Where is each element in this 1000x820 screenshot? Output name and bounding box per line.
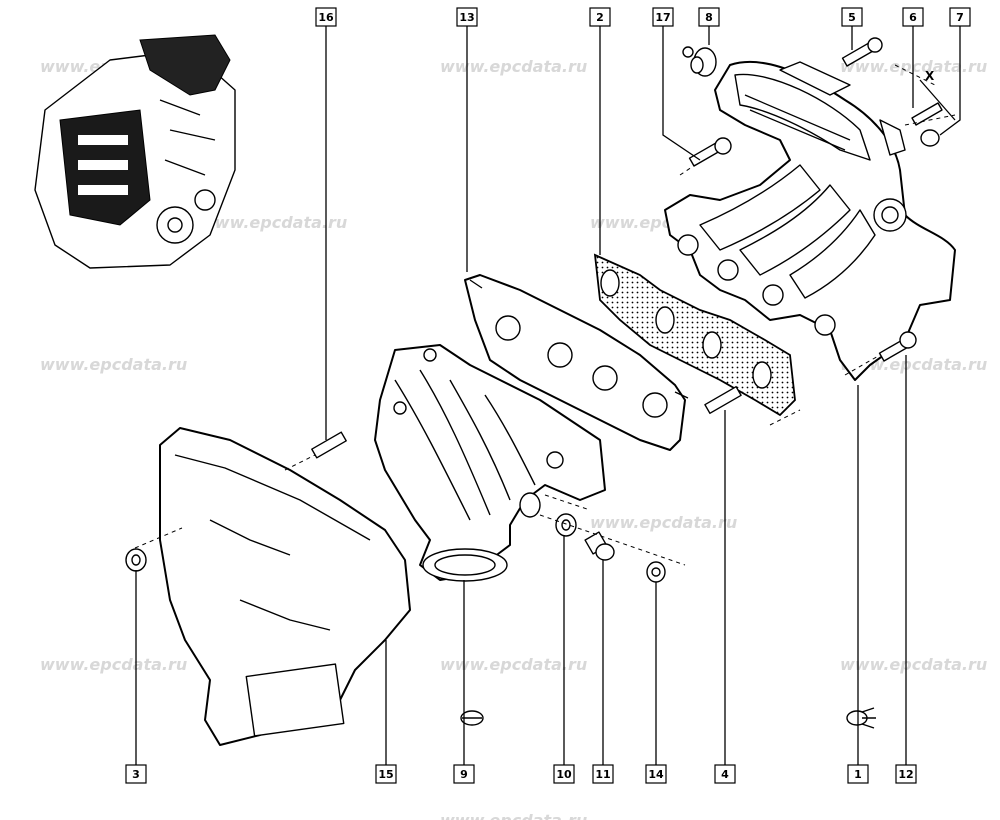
watermark-text: www.epcdata.ru bbox=[590, 513, 737, 532]
callout-17: 17 bbox=[652, 7, 674, 27]
stud-16 bbox=[311, 431, 347, 459]
callout-16: 16 bbox=[315, 7, 337, 27]
svg-text:12: 12 bbox=[898, 768, 913, 781]
callout-10: 10 bbox=[553, 764, 575, 784]
marker-x-label: X bbox=[925, 69, 935, 83]
watermark-text: www.epcdata.ru bbox=[440, 655, 587, 674]
callout-3: 3 bbox=[125, 764, 147, 784]
svg-text:8: 8 bbox=[705, 11, 713, 24]
svg-text:4: 4 bbox=[721, 768, 729, 781]
clip-9 bbox=[460, 710, 484, 726]
svg-text:13: 13 bbox=[459, 11, 474, 24]
assembly-lines bbox=[134, 64, 956, 566]
svg-text:17: 17 bbox=[655, 11, 670, 24]
svg-text:3: 3 bbox=[132, 768, 140, 781]
exhaust-gasket bbox=[464, 274, 689, 451]
nut-8 bbox=[682, 46, 717, 77]
leader-lines bbox=[135, 26, 961, 765]
callout-9: 9 bbox=[453, 764, 475, 784]
intake-manifold bbox=[664, 61, 956, 381]
svg-text:14: 14 bbox=[648, 768, 664, 781]
clip-1 bbox=[846, 707, 876, 729]
exhaust-manifold bbox=[374, 344, 606, 582]
bolt-5 bbox=[841, 37, 883, 67]
svg-text:15: 15 bbox=[378, 768, 393, 781]
bolt-17 bbox=[688, 137, 732, 167]
stud-4 bbox=[704, 385, 742, 415]
svg-text:16: 16 bbox=[318, 11, 334, 24]
svg-text:5: 5 bbox=[848, 11, 856, 24]
plug-11 bbox=[584, 531, 615, 561]
watermark-text: www.epcdata.ru bbox=[40, 655, 187, 674]
svg-text:1: 1 bbox=[854, 768, 862, 781]
heat-shield bbox=[159, 427, 411, 746]
callout-11: 11 bbox=[592, 764, 614, 784]
watermark-text: www.epcdata.ru bbox=[440, 811, 587, 820]
callout-15: 15 bbox=[375, 764, 397, 784]
svg-text:6: 6 bbox=[909, 11, 917, 24]
dimension-marker: X bbox=[919, 69, 956, 121]
svg-text:9: 9 bbox=[460, 768, 468, 781]
washer-10 bbox=[555, 513, 577, 537]
callout-1: 1 bbox=[847, 764, 869, 784]
svg-text:11: 11 bbox=[595, 768, 610, 781]
svg-text:7: 7 bbox=[956, 11, 964, 24]
callout-14: 14 bbox=[645, 764, 667, 784]
callout-4: 4 bbox=[714, 764, 736, 784]
nut-3 bbox=[125, 548, 147, 572]
nut-14 bbox=[646, 561, 666, 583]
watermark-text: www.epcdata.ru bbox=[440, 57, 587, 76]
washer-7 bbox=[920, 129, 940, 147]
watermark-text: www.epcdata.ru bbox=[200, 213, 347, 232]
callout-12: 12 bbox=[895, 764, 917, 784]
callout-8: 8 bbox=[698, 7, 720, 27]
watermark-text: www.epcdata.ru bbox=[40, 355, 187, 374]
svg-text:10: 10 bbox=[556, 768, 572, 781]
callout-13: 13 bbox=[456, 7, 478, 27]
callout-6: 6 bbox=[902, 7, 924, 27]
callout-5: 5 bbox=[841, 7, 863, 27]
engine-thumbnail bbox=[34, 34, 236, 269]
watermark-text: www.epcdata.ru bbox=[840, 655, 987, 674]
callouts: 16 13 2 17 8 5 6 7 3 15 9 10 11 14 4 1 1… bbox=[125, 7, 971, 784]
svg-text:2: 2 bbox=[596, 11, 604, 24]
bolt-12 bbox=[878, 331, 917, 362]
intake-gasket bbox=[593, 253, 796, 417]
callout-7: 7 bbox=[949, 7, 971, 27]
callout-2: 2 bbox=[589, 7, 611, 27]
bolt-6 bbox=[911, 102, 943, 126]
